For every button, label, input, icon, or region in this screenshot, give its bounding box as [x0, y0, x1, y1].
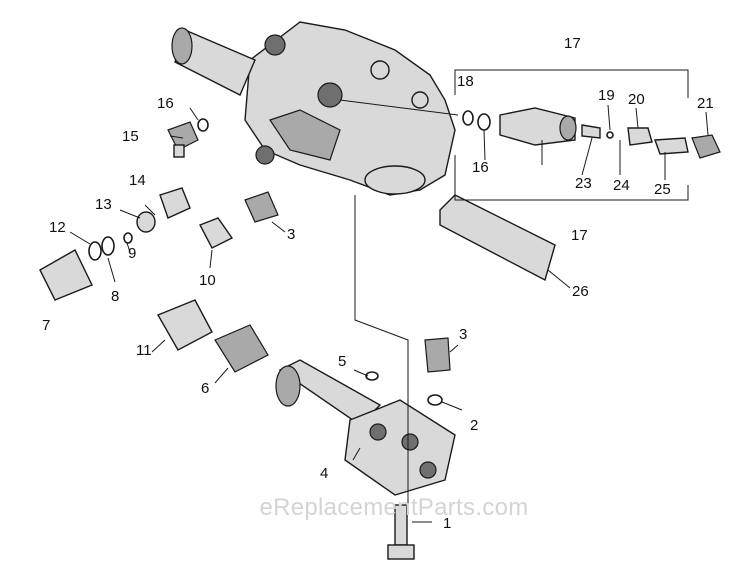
callout-24: 24: [613, 177, 630, 194]
part-6-filter: [214, 324, 269, 373]
callout-3-upper: 3: [287, 226, 296, 243]
part-8-oring: [101, 236, 115, 256]
part-5-ring: [365, 371, 379, 381]
callout-6: 6: [201, 380, 210, 397]
callout-5: 5: [338, 353, 347, 370]
part-12-oring: [88, 241, 102, 261]
callout-21: 21: [697, 95, 714, 112]
callout-26: 26: [572, 283, 589, 300]
part-16-oring-right: [477, 113, 491, 131]
callout-14: 14: [129, 172, 146, 189]
leader-18: [339, 99, 459, 116]
callout-16-left: 16: [157, 95, 174, 112]
bracket-17-bottom: [454, 155, 689, 201]
leader-bolt: [354, 195, 409, 505]
part-2-oring: [427, 394, 443, 406]
part-3-valve-upper: [244, 191, 279, 223]
part-18-oring: [462, 110, 474, 126]
callout-8: 8: [111, 288, 120, 305]
callout-20: 20: [628, 91, 645, 108]
callout-17-bottom: 17: [571, 227, 588, 244]
callout-4: 4: [320, 465, 329, 482]
part-9-ring: [123, 232, 133, 244]
part-14-spring: [159, 187, 191, 219]
part-7-cap: [39, 249, 93, 301]
callout-12: 12: [49, 219, 66, 236]
callout-10: 10: [199, 272, 216, 289]
callout-17-top: 17: [564, 35, 581, 52]
pump-manifold: [244, 21, 456, 196]
callout-13: 13: [95, 196, 112, 213]
part-4-manifold: [275, 359, 456, 496]
bracket-17-top: [454, 69, 689, 98]
part-26-plate: [439, 194, 556, 282]
part-15-plug: [167, 121, 199, 158]
part-10-valve: [199, 217, 234, 249]
callout-7: 7: [42, 317, 51, 334]
callout-18: 18: [457, 73, 474, 90]
part-3-valve-lower: [424, 337, 451, 373]
part-16-oring: [197, 118, 209, 132]
callout-19: 19: [598, 87, 615, 104]
callout-15: 15: [122, 128, 139, 145]
callout-16-right: 16: [472, 159, 489, 176]
callout-3-lower: 3: [459, 326, 468, 343]
callout-1: 1: [443, 515, 452, 532]
callout-9: 9: [128, 245, 137, 262]
part-13-washer: [136, 211, 156, 233]
callout-25: 25: [654, 181, 671, 198]
watermark: eReplacementParts.com: [259, 494, 529, 521]
callout-2: 2: [470, 417, 479, 434]
part-11-nut: [156, 299, 213, 351]
part-17-unloader: [499, 107, 721, 159]
callout-23: 23: [575, 175, 592, 192]
callout-11: 11: [136, 342, 152, 359]
inlet-fitting: [171, 27, 256, 96]
part-1-bolt: [387, 504, 415, 560]
